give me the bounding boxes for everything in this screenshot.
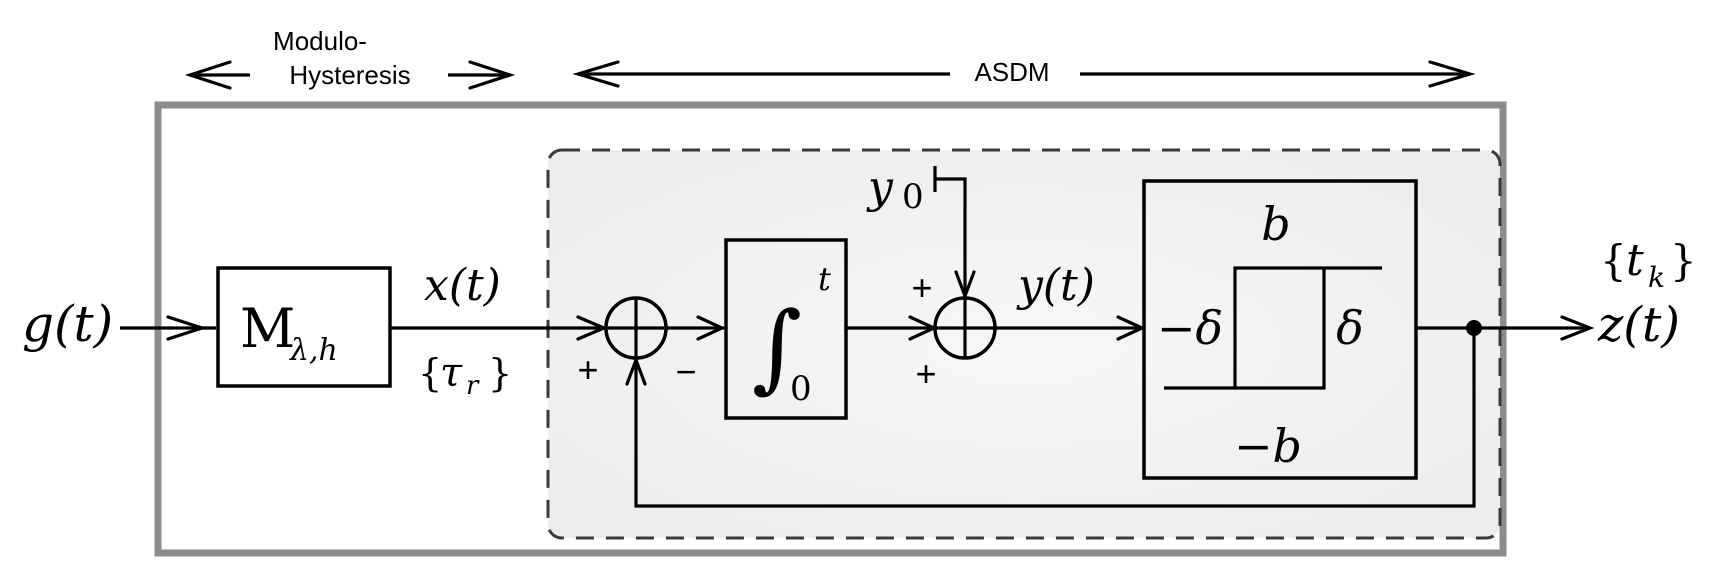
sum1-plus-sign: + (577, 349, 598, 390)
bracket-arrow-right-icon (468, 60, 516, 90)
tk-events-subscript: k (1648, 261, 1665, 294)
hysteresis-left-threshold: −δ (1157, 301, 1223, 355)
x-arrow-icon (576, 315, 609, 341)
integrator-input-arrow-icon (696, 315, 726, 341)
initial-condition: y 0 (866, 162, 976, 301)
y0-label: y (866, 162, 894, 213)
tau-events-base: τ (440, 350, 463, 396)
output-signal: z(t) { t k } (1597, 235, 1697, 353)
feedback-arrow-icon (625, 355, 647, 386)
sum1-minus-sign: − (675, 351, 696, 392)
y-signal-label: y(t) (1016, 260, 1095, 311)
sum2-top-plus-sign: + (911, 267, 932, 308)
modulo-hysteresis-block: M λ,h (216, 266, 392, 388)
sum2-bottom-plus-sign: + (915, 353, 936, 394)
integral-lower-limit: 0 (790, 369, 812, 409)
integral-upper-limit: t (818, 260, 831, 298)
modulo-operator-subscript: λ,h (289, 333, 338, 368)
z-signal-label: z(t) (1597, 297, 1680, 353)
bracket-arrow-left-icon (184, 60, 232, 90)
y0-arrow-icon (954, 270, 976, 301)
hysteresis-curve-lower-path (1164, 266, 1382, 390)
tau-events-close-brace: } (488, 351, 512, 395)
tk-events-close-brace: } (1670, 236, 1697, 285)
hysteresis-upper-level: b (1261, 197, 1290, 251)
hysteresis-lower-level: −b (1234, 419, 1302, 473)
modulo-block-box (216, 266, 392, 388)
x-signal-label: x(t) (424, 260, 501, 311)
tk-events-open-brace: { (1600, 236, 1627, 285)
modulo-output-signal: x(t) { τ r } (391, 260, 609, 401)
input-signal: g(t) (22, 295, 216, 353)
tau-events-open-brace: { (418, 351, 442, 395)
modulo-hysteresis-label-1: Modulo- (273, 26, 367, 56)
input-signal-label: g(t) (22, 295, 113, 353)
modulo-operator-symbol: M (240, 297, 295, 360)
asdm-region (546, 148, 1502, 540)
integral-sign: ∫ (752, 291, 802, 403)
hysteresis-right-threshold: δ (1336, 301, 1364, 355)
tau-events-subscript: r (466, 371, 480, 401)
modulo-hysteresis-label-2: Hysteresis (289, 60, 410, 90)
asdm-label: ASDM (974, 57, 1049, 87)
asdm-arrow-left-icon (572, 60, 620, 88)
y-arrow-icon (1116, 315, 1146, 341)
y0-wire (935, 177, 967, 296)
modulo-hysteresis-bracket: Modulo- Hysteresis (184, 26, 516, 90)
input-arrow-icon (166, 315, 208, 341)
hysteresis-curve-right-path (1235, 268, 1326, 390)
output-arrow-icon (1560, 315, 1595, 341)
tk-events-base: t (1626, 235, 1644, 286)
y0-subscript: 0 (902, 177, 924, 217)
feedback-wire (634, 328, 1476, 508)
hysteresis-comparator-block: b −b −δ δ (1142, 179, 1418, 480)
asdm-bracket: ASDM (572, 57, 1476, 88)
asdm-arrow-right-icon (1428, 60, 1476, 88)
